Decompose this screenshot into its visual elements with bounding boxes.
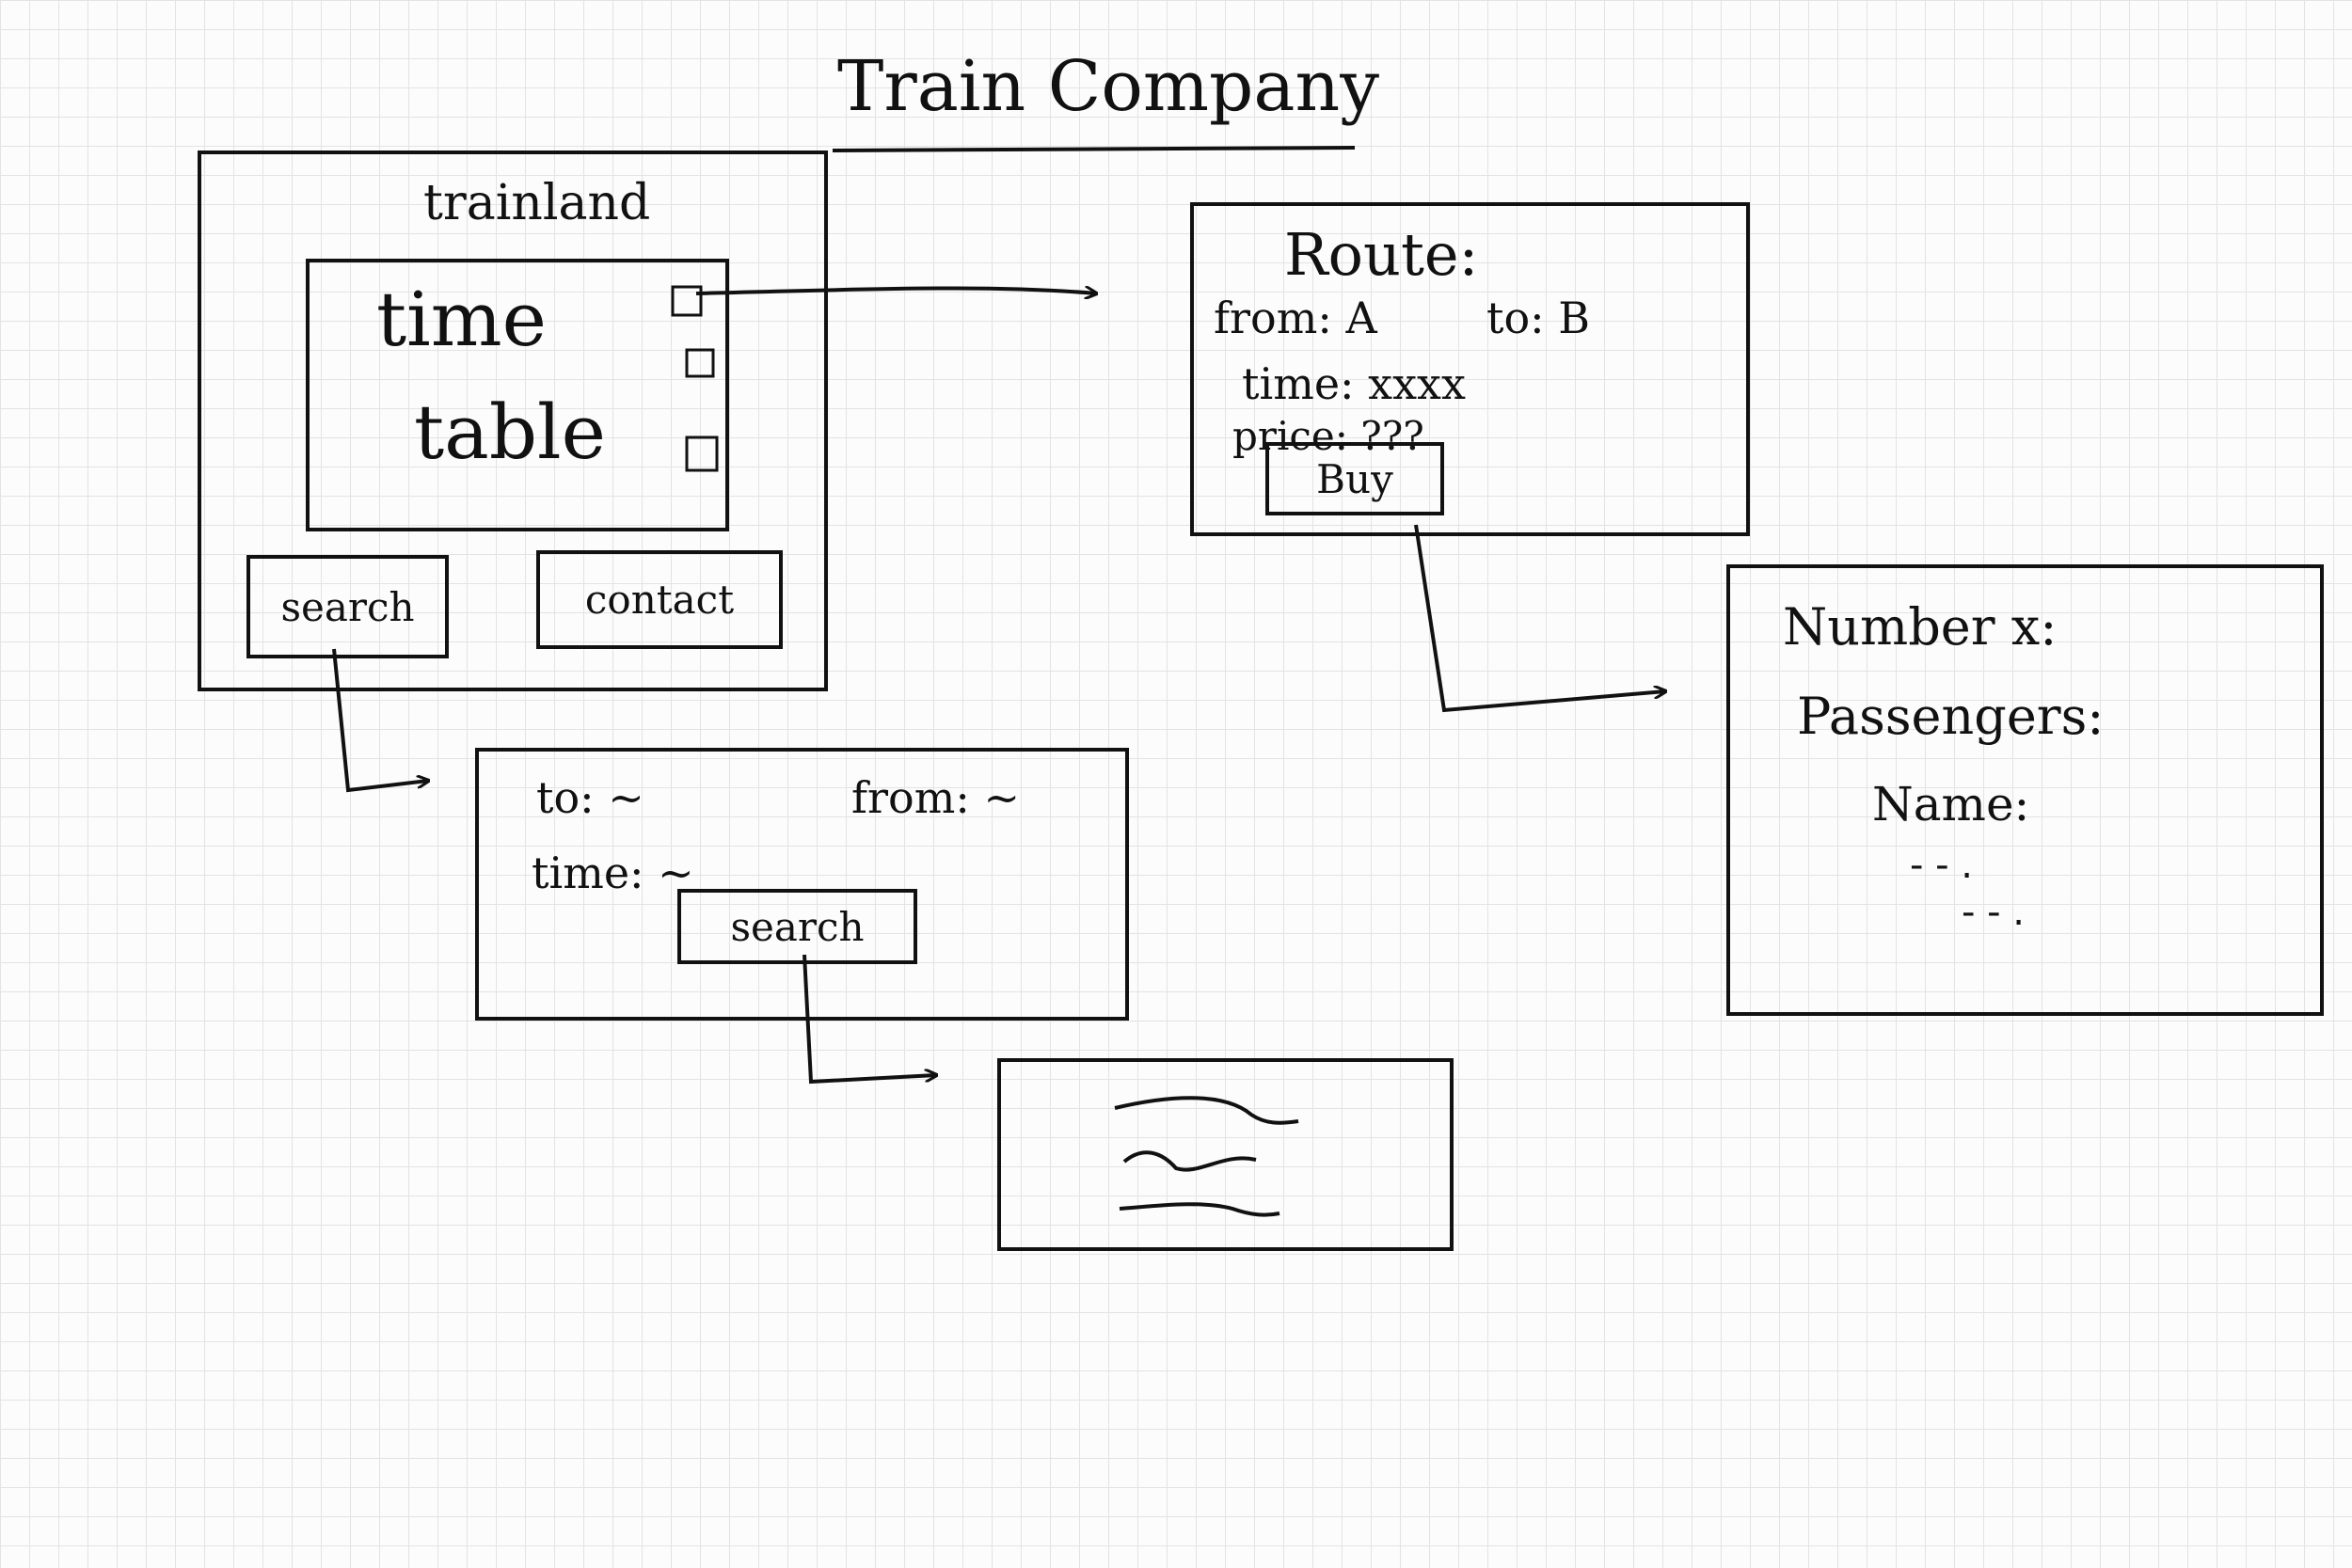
booking-placeholder-1: - - . <box>1910 844 1974 887</box>
results-line-2 <box>1122 1150 1257 1172</box>
route-from-label: from: A <box>1214 293 1377 343</box>
home-search-button[interactable]: search <box>246 555 449 658</box>
timetable-label-line2: table <box>414 388 606 476</box>
timetable-label-line1: time <box>376 276 547 363</box>
route-time-label: time: xxxx <box>1242 358 1466 409</box>
results-line-1 <box>1114 1096 1299 1125</box>
results-screen <box>997 1058 1454 1251</box>
route-buy-button[interactable]: Buy <box>1265 442 1444 515</box>
search-form-screen <box>475 748 1129 1021</box>
page-title: Train Company <box>837 46 1379 127</box>
route-price-label: price: ??? <box>1232 413 1424 459</box>
brand-label: trainland <box>423 175 651 231</box>
from-field-label: from: ~ <box>851 772 1020 823</box>
title-underline <box>832 146 1356 152</box>
timetable-icon-2 <box>685 348 715 378</box>
booking-passengers-label: Passengers: <box>1797 687 2105 746</box>
form-search-button[interactable]: search <box>677 889 917 964</box>
arrow-search-to-form <box>332 648 428 793</box>
results-line-3 <box>1119 1202 1280 1217</box>
booking-screen <box>1726 564 2324 1016</box>
booking-name-label: Name: <box>1872 777 2030 832</box>
booking-placeholder-2: - - . <box>1962 891 2026 934</box>
to-field-label: to: ~ <box>536 772 644 823</box>
time-field-label: time: ~ <box>532 847 694 898</box>
home-contact-button[interactable]: contact <box>536 550 783 649</box>
arrow-form-to-results <box>803 954 936 1085</box>
arrow-timetable-to-route <box>695 289 1096 293</box>
arrow-buy-to-booking <box>1414 524 1665 713</box>
route-to-label: to: B <box>1486 293 1591 343</box>
route-title: Route: <box>1284 220 1479 289</box>
timetable-icon-3 <box>685 436 719 472</box>
home-screen <box>198 150 828 691</box>
timetable-panel[interactable] <box>306 259 729 531</box>
timetable-icon-1 <box>671 285 703 317</box>
booking-number-label: Number x: <box>1783 597 2058 657</box>
route-screen <box>1190 202 1750 536</box>
